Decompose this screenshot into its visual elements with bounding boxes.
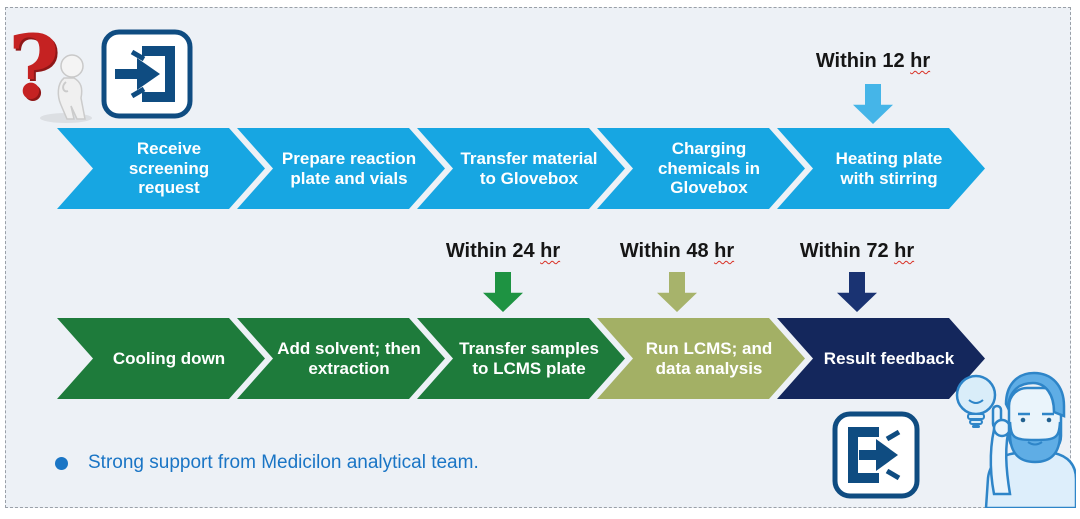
down-arrow-icon xyxy=(837,272,877,312)
man-pointing-at-lightbulb-illustration xyxy=(955,371,1076,508)
down-arrow-icon xyxy=(853,84,893,124)
flow-step-label: Cooling down xyxy=(112,348,226,368)
annotation-within-12hr: Within 12 hr xyxy=(769,50,977,124)
exit-door-arrow-icon xyxy=(832,411,920,499)
annotation-label: Within 12 hr xyxy=(815,50,931,72)
flow-step-transfer-samples-lcms: Transfer samples to LCMS plate xyxy=(417,318,625,399)
flow-step-label: Result feedback xyxy=(823,348,955,368)
flow-step-label: Charging chemicals in Glovebox xyxy=(657,138,761,198)
footer-note: Strong support from Medicilon analytical… xyxy=(55,452,479,474)
question-mark-thinking-figure-icon: ? ? xyxy=(8,26,92,123)
bullet-icon xyxy=(55,456,68,470)
annotation-label: Within 72 hr xyxy=(799,240,915,262)
flow-step-label: Heating plate with stirring xyxy=(835,148,943,188)
svg-text:?: ? xyxy=(10,26,62,121)
enter-door-arrow-icon xyxy=(101,29,193,119)
flow-step-label: Run LCMS; and data analysis xyxy=(645,338,773,378)
footer-note-text: Strong support from Medicilon analytical… xyxy=(88,452,479,473)
flow-step-label: Transfer samples to LCMS plate xyxy=(459,338,599,378)
flow-step-label: Receive screening request xyxy=(128,138,210,198)
annotation-within-72hr: Within 72 hr xyxy=(753,240,961,312)
down-arrow-icon xyxy=(657,272,697,312)
flow-step-label: Add solvent; then extraction xyxy=(277,338,421,378)
annotation-within-48hr: Within 48 hr xyxy=(573,240,781,312)
svg-text:?: ? xyxy=(8,26,60,119)
annotation-within-24hr: Within 24 hr xyxy=(399,240,607,312)
down-arrow-icon xyxy=(483,272,523,312)
annotation-label: Within 48 hr xyxy=(619,240,735,262)
flow-step-label: Transfer material to Glovebox xyxy=(460,148,598,188)
flow-step-label: Prepare reaction plate and vials xyxy=(281,148,417,188)
annotation-label: Within 24 hr xyxy=(445,240,561,262)
